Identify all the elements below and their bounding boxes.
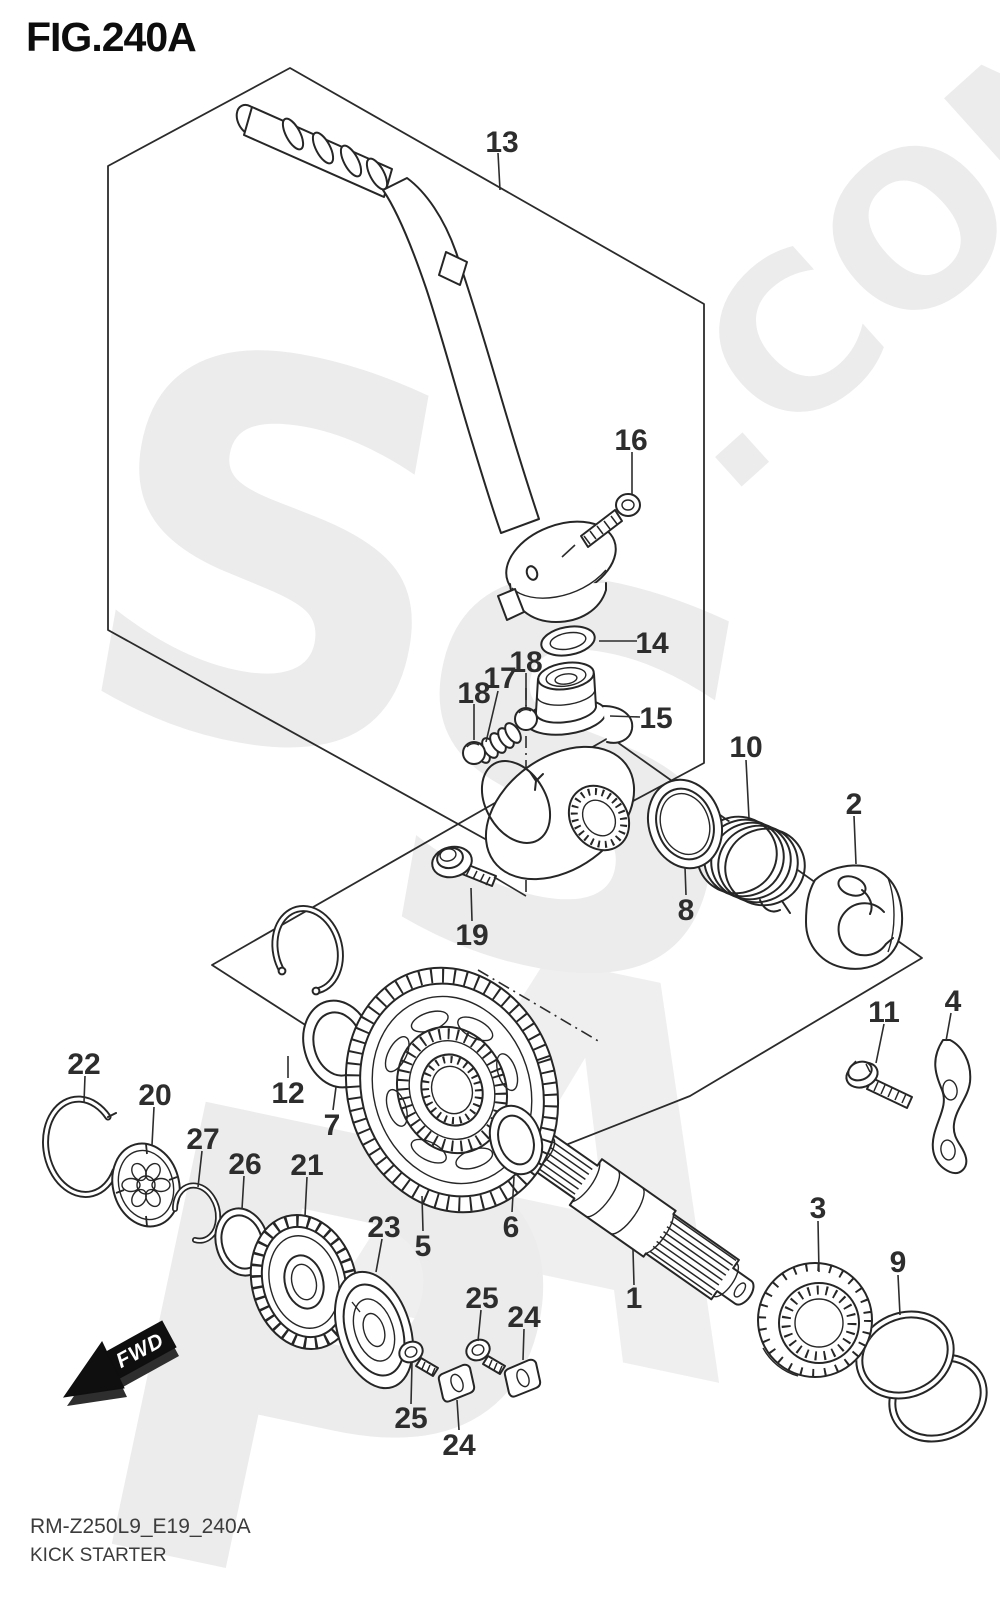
- part-label-8: 8: [678, 894, 695, 927]
- part-label-18b: 18: [457, 677, 490, 710]
- part-label-9: 9: [890, 1246, 907, 1279]
- lever-grip-collar: [281, 117, 305, 151]
- circlip-part12: [271, 905, 344, 996]
- oring-part14: [540, 625, 596, 657]
- part-label-11: 11: [868, 996, 900, 1029]
- part-label-21: 21: [290, 1149, 323, 1182]
- spring-part10: [696, 815, 806, 914]
- circlip-part22: [42, 1095, 123, 1198]
- washer-part6: [488, 1104, 544, 1176]
- part-label-13: 13: [485, 126, 518, 159]
- guide-part24-right: [503, 1358, 542, 1398]
- part-label-4: 4: [945, 985, 962, 1018]
- part-label-6: 6: [503, 1211, 520, 1244]
- ratchet-part20: [111, 1142, 181, 1228]
- part-label-18a: 18: [509, 646, 542, 679]
- part-label-24b: 24: [442, 1429, 476, 1462]
- bolt-part11: [845, 1060, 913, 1109]
- guide-flange-curl: [602, 705, 634, 744]
- bolt-part19: [431, 845, 497, 887]
- part-label-7: 7: [324, 1109, 341, 1142]
- bolt-part16: [580, 493, 641, 548]
- lever-arm: [382, 177, 540, 534]
- leader-lines: [83, 152, 952, 1431]
- fwd-arrow: FWD: [62, 1320, 179, 1406]
- part-label-22: 22: [67, 1048, 100, 1081]
- springs-part9: [855, 1310, 988, 1443]
- figure-footer: RM-Z250L9_E19_240A KICK STARTER: [30, 1512, 251, 1570]
- lever-grip-collar: [311, 131, 335, 165]
- spring-guide-part2: [805, 864, 904, 970]
- part-label-23: 23: [367, 1211, 400, 1244]
- guide-part24-bottom: [437, 1363, 476, 1403]
- guide-part15: [480, 661, 636, 881]
- lever-guide-part4: [931, 1039, 972, 1174]
- part-label-19: 19: [455, 919, 488, 952]
- part-label-10: 10: [729, 731, 762, 764]
- figure-code: RM-Z250L9_E19_240A: [30, 1515, 251, 1538]
- part-label-26: 26: [228, 1148, 261, 1181]
- bolt11-head: [847, 1060, 873, 1082]
- spring-washer-part27: [172, 1182, 222, 1244]
- part-label-2: 2: [846, 788, 863, 821]
- part-label-1: 1: [626, 1282, 643, 1315]
- spring-part17: [473, 722, 522, 764]
- page-title: FIG.240A: [26, 14, 197, 60]
- screw-part25-upper: [465, 1338, 506, 1375]
- ball-part18-lower: [462, 741, 486, 765]
- part-label-27: 27: [186, 1123, 219, 1156]
- part-label-17: 17: [483, 662, 516, 695]
- part-label-16: 16: [614, 424, 647, 457]
- part-label-5: 5: [415, 1230, 432, 1263]
- part-label-14: 14: [635, 627, 669, 660]
- bolt16-shank: [580, 509, 623, 548]
- lever-step-tab: [438, 251, 468, 286]
- part-label-12: 12: [271, 1077, 304, 1110]
- lever-boss-hole: [525, 565, 539, 581]
- ball-part18-upper: [514, 707, 538, 731]
- ratchet-part3: [757, 1262, 873, 1378]
- part-label-25b: 25: [394, 1402, 427, 1435]
- seal-part8: [647, 778, 723, 870]
- washer-part23: [334, 1270, 414, 1390]
- part-label-20: 20: [138, 1079, 171, 1112]
- part-label-24a: 24: [507, 1301, 541, 1334]
- part-label-3: 3: [810, 1192, 827, 1225]
- bolt16-head: [615, 493, 641, 517]
- part-label-15: 15: [639, 702, 672, 735]
- gear-part21: [249, 1213, 359, 1351]
- lever-boss-tab: [497, 588, 525, 621]
- screw-part25-lower: [398, 1340, 439, 1377]
- watermark-dot-com: .COM: [595, 0, 1000, 538]
- figure-name: KICK STARTER: [30, 1545, 167, 1567]
- part-label-25a: 25: [465, 1282, 498, 1315]
- lever-grip-collar: [339, 144, 363, 178]
